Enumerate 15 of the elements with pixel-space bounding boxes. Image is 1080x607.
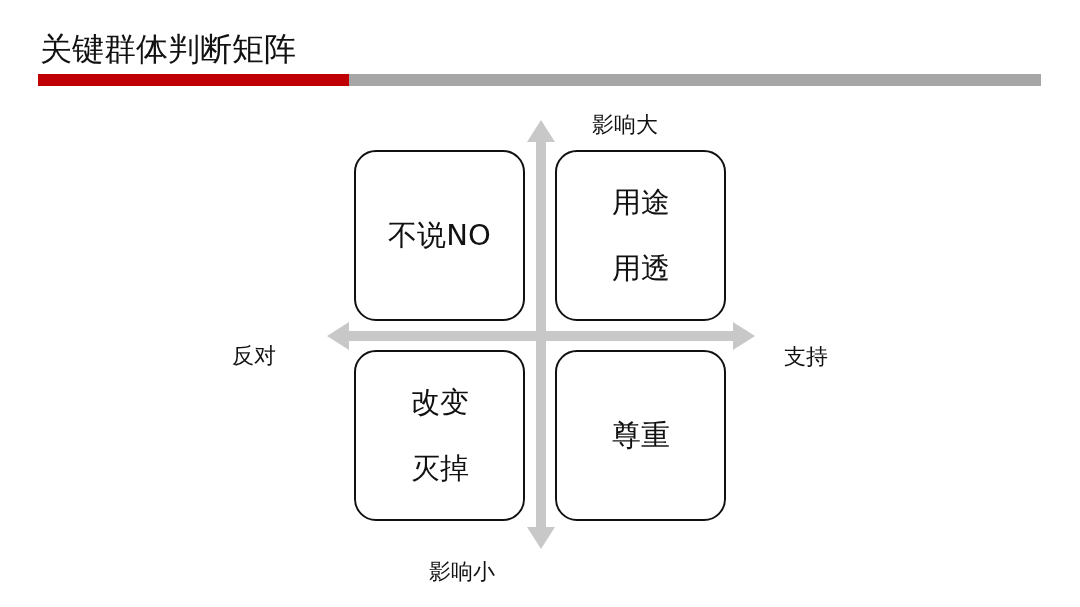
quadrant-box — [354, 150, 525, 321]
quadrant-label: 用途 — [611, 183, 670, 221]
quadrant-label: 不说NO — [388, 216, 491, 254]
quadrant-label: 改变 — [410, 383, 469, 421]
quadrant-label: 用透 — [611, 249, 670, 287]
quadrant-label: 灭掉 — [410, 449, 469, 487]
quadrant-box — [555, 150, 726, 321]
axis-label: 影响小 — [429, 558, 495, 586]
quadrant-label: 尊重 — [611, 416, 670, 454]
title: 关键群体判断矩阵 — [40, 29, 296, 70]
axis-label: 支持 — [784, 343, 828, 371]
axis-label: 反对 — [232, 342, 276, 370]
quadrant-box — [555, 350, 726, 521]
quadrant-box — [354, 350, 525, 521]
axis-label: 影响大 — [592, 111, 658, 139]
